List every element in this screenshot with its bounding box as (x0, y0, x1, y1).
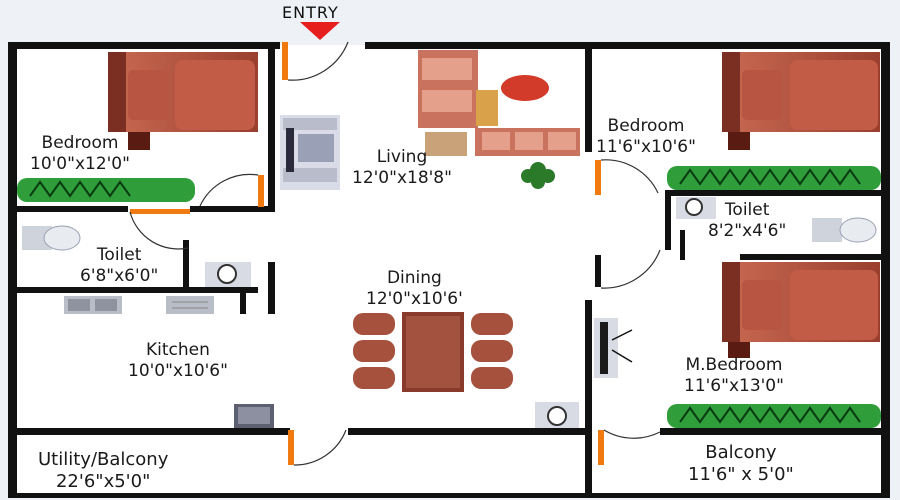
room-name: Dining (386, 268, 442, 288)
label-living: Living 12'0"x18'8" (352, 147, 452, 189)
label-bedroom-left: Bedroom 10'0"x12'0" (30, 133, 130, 175)
fridge-icon (234, 404, 274, 428)
label-bedroom-right: Bedroom 11'6"x10'6" (596, 116, 696, 158)
balcony-rails (17, 166, 881, 428)
bed-master-icon (722, 262, 880, 358)
kitchen-sink-icon (64, 296, 122, 314)
room-size: 8'2"x4'6" (708, 221, 787, 241)
tv-unit-icon (280, 115, 340, 190)
room-size: 10'0"x12'0" (30, 154, 130, 174)
room-size: 12'0"x10'6' (366, 289, 463, 309)
label-kitchen: Kitchen 10'0"x10'6" (128, 340, 228, 382)
entry-label: ENTRY (282, 3, 339, 22)
wc-left-icon (22, 225, 81, 251)
doors (129, 41, 661, 466)
walls (8, 42, 890, 498)
tv-master-icon (594, 318, 633, 378)
room-name: Toilet (724, 200, 770, 220)
label-master-bedroom: M.Bedroom 11'6"x13'0" (684, 355, 784, 397)
bed-right-icon (722, 52, 880, 150)
label-toilet-left: Toilet 6'8"x6'0" (80, 245, 158, 287)
sofa-icon (418, 50, 580, 156)
room-size: 11'6"x13'0" (684, 376, 784, 396)
label-balcony: Balcony 11'6" x 5'0" (688, 442, 794, 486)
label-dining: Dining 12'0"x10'6' (366, 268, 463, 310)
room-size: 22'6"x5'0" (55, 471, 151, 492)
bed-left-icon (108, 52, 258, 150)
plant-icon (521, 162, 555, 189)
wash-basin-icon (535, 402, 579, 428)
floor-trap-left-icon (205, 262, 251, 287)
room-name: Kitchen (146, 340, 210, 360)
label-toilet-right: Toilet 8'2"x4'6" (708, 200, 786, 242)
room-size: 11'6"x10'6" (596, 137, 696, 157)
room-size: 6'8"x6'0" (80, 266, 159, 286)
room-name: Bedroom (41, 133, 119, 153)
dining-table-icon (353, 312, 513, 392)
room-name: M.Bedroom (685, 355, 783, 375)
room-size: 12'0"x18'8" (352, 168, 452, 188)
stove-icon (166, 296, 214, 314)
room-name: Bedroom (607, 116, 685, 136)
room-size: 10'0"x10'6" (128, 361, 228, 381)
room-name: Utility/Balcony (38, 449, 169, 470)
label-utility: Utility/Balcony 22'6"x5'0" (38, 449, 168, 493)
floor-trap-right-icon (676, 197, 716, 219)
wc-right-icon (812, 217, 877, 243)
room-size: 11'6" x 5'0" (688, 464, 794, 485)
entry-arrow-icon (300, 22, 340, 40)
room-name: Toilet (96, 245, 142, 265)
room-name: Living (376, 147, 428, 167)
room-name: Balcony (705, 442, 777, 463)
